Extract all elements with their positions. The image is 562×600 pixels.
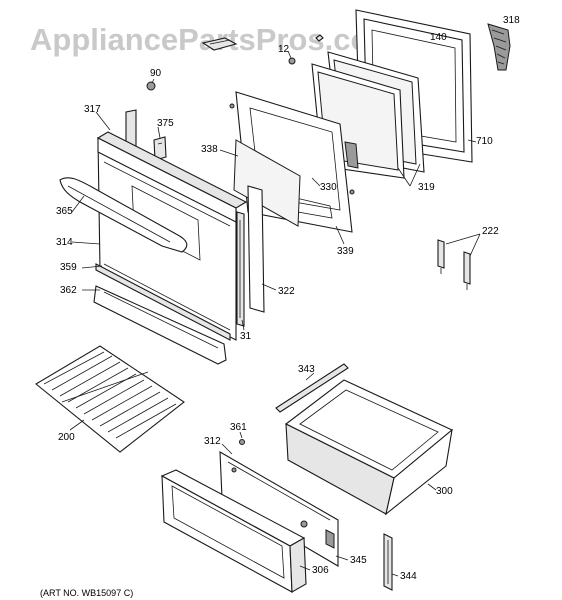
part-label-300: 300 [436,486,453,497]
part-label-359: 359 [60,262,77,273]
part-label-314: 314 [56,237,73,248]
part-label-140: 140 [430,32,447,43]
door-hinge-bracket [153,136,167,161]
part-label-365: 365 [56,206,73,217]
part-label-222: 222 [482,226,499,237]
oven-window-glass [233,139,301,227]
screw-part-top [315,34,324,42]
part-label-322: 322 [278,286,295,297]
part-label-306: 306 [312,565,329,576]
screw-part-12 [287,50,296,65]
door-handle-part [487,23,511,71]
part-label-319: 319 [418,182,435,193]
part-label-31: 31 [240,331,252,342]
hinge-clip-part [201,37,238,51]
door-side-channel [236,211,245,327]
drawer-side-glide [383,533,393,591]
bolt-part-90 [146,78,156,91]
hinge-bracket-pair [437,239,471,290]
drawer-inner-panel [219,451,339,567]
drawer-glide-rail [275,363,349,413]
part-label-12: 12 [278,44,290,55]
leader-lines [69,111,481,577]
drawer-front-panel [160,469,307,593]
oven-rack [35,345,185,453]
oven-door-handle [59,177,188,253]
part-label-330: 330 [320,182,337,193]
part-label-312: 312 [204,436,221,447]
drawer-screw-361 [239,439,245,445]
door-side-trim [247,185,265,313]
part-label-361: 361 [230,422,247,433]
part-label-317: 317 [84,104,101,115]
part-label-338: 338 [201,144,218,155]
part-label-318: 318 [503,15,520,26]
part-label-375: 375 [157,118,174,129]
door-bottom-vent [93,285,227,365]
part-label-200: 200 [58,432,75,443]
storage-drawer-body [284,379,454,516]
watermark-text: AppliancePartsPros.com [30,22,397,57]
door-latch-bracket [344,141,359,195]
part-label-90: 90 [150,68,162,79]
part-label-339: 339 [337,246,354,257]
part-label-344: 344 [400,571,417,582]
art-number-text: (ART NO. WB15097 C) [40,588,133,598]
part-label-710: 710 [476,136,493,147]
part-label-343: 343 [298,364,315,375]
part-label-345: 345 [350,555,367,566]
part-label-362: 362 [60,285,77,296]
door-bottom-trim [95,263,231,341]
